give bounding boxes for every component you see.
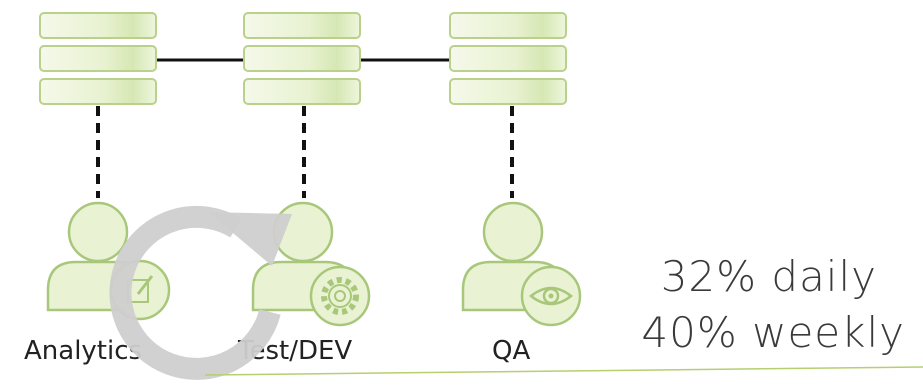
eye-icon — [520, 265, 582, 327]
refresh-icon — [109, 205, 292, 380]
stat-daily: 32% daily — [660, 252, 877, 301]
node-label-analytics: Analytics — [24, 336, 142, 366]
gear-icon — [309, 265, 371, 327]
server-stack-qa — [449, 12, 567, 105]
server-stack-analytics — [39, 12, 157, 105]
stat-weekly: 40% weekly — [641, 308, 905, 357]
server-stack-testdev — [243, 12, 361, 105]
divider-line — [204, 366, 923, 376]
node-label-qa: QA — [492, 336, 530, 366]
